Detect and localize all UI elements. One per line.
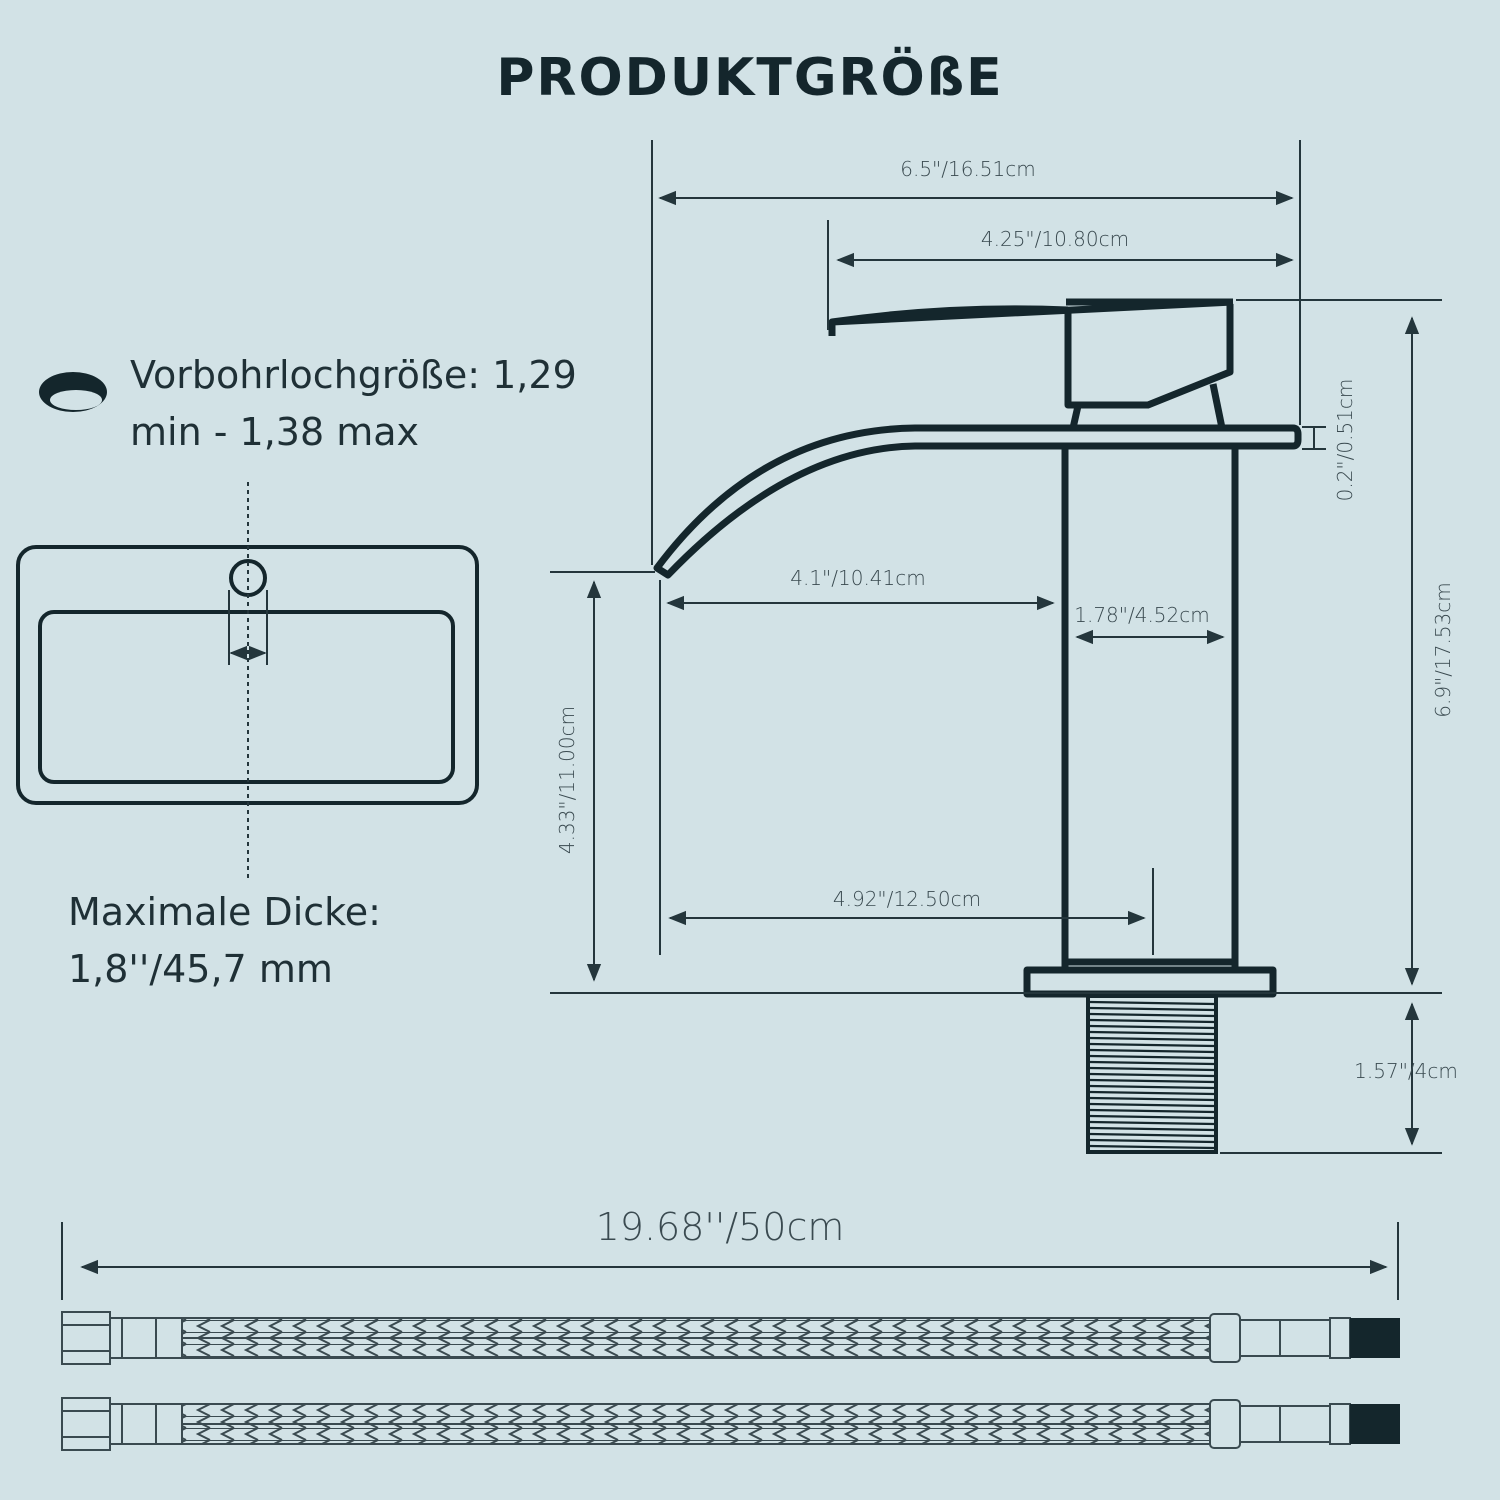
- dim-total-width: 6.5"/16.51cm: [900, 157, 1035, 181]
- dim-spout-to-center: 4.92"/12.50cm: [833, 887, 981, 911]
- hole-size-line1: Vorbohrlochgröße: 1,29: [130, 353, 577, 397]
- dim-body-width: 1.78"/4.52cm: [1074, 603, 1209, 627]
- max-thickness-line1: Maximale Dicke:: [68, 890, 381, 934]
- drill-hole-icon: [39, 372, 107, 412]
- sink-top-view: [16, 482, 479, 880]
- dim-spout-reach: 4.1"/10.41cm: [790, 566, 925, 590]
- thread-lines: [1089, 1000, 1215, 1150]
- dim-plate-thickness: 0.2"/0.51cm: [1333, 379, 1357, 502]
- dim-total-height: 6.9"/17.53cm: [1431, 582, 1455, 717]
- max-thickness-line2: 1,8''/45,7 mm: [68, 947, 333, 991]
- dim-hose-length: 19.68''/50cm: [596, 1205, 845, 1249]
- faucet-drawing: [653, 298, 1302, 1154]
- dim-handle-width: 4.25"/10.80cm: [981, 227, 1129, 251]
- hose-2: [61, 1397, 1400, 1451]
- dim-spout-height: 4.33"/11.00cm: [555, 706, 579, 854]
- page-title: PRODUKTGRÖßE: [496, 46, 1003, 108]
- hose-1: [61, 1311, 1400, 1365]
- dim-thread-length: 1.57"/4cm: [1354, 1059, 1458, 1083]
- hole-size-line2: min - 1,38 max: [130, 410, 419, 454]
